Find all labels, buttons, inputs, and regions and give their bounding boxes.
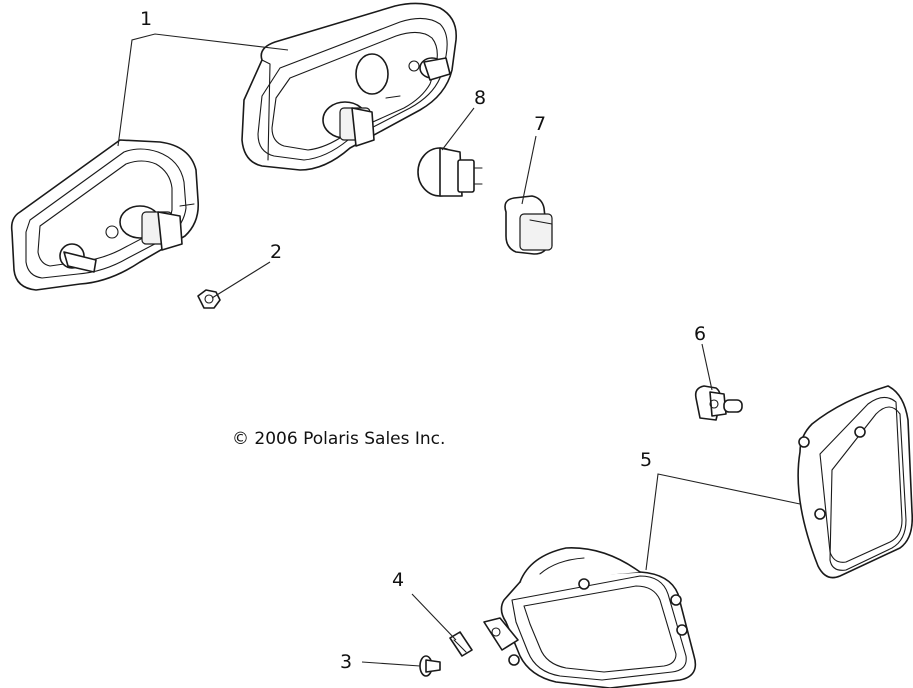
tail-light-assembly-icon [241,2,457,171]
nut-icon [197,289,221,309]
callout-5: 5 [640,449,652,471]
clip-icon [449,631,473,657]
headlight-assembly-icon [797,385,913,579]
screw-icon [419,655,441,677]
callout-3: 3 [340,651,352,673]
copyright-notice: © 2006 Polaris Sales Inc. [232,429,445,449]
callout-7: 7 [534,113,546,135]
headlight-bulb-icon [694,385,743,421]
callout-8: 8 [474,87,486,109]
callout-1: 1 [140,8,152,30]
leader-lines [117,33,801,667]
callout-4: 4 [392,569,404,591]
bulb-socket-icon [504,195,553,255]
tail-light-assembly-icon [10,139,200,291]
headlight-assembly-icon [483,547,697,688]
wedge-bulb-icon [417,147,483,197]
callout-2: 2 [270,241,282,263]
callout-6: 6 [694,323,706,345]
